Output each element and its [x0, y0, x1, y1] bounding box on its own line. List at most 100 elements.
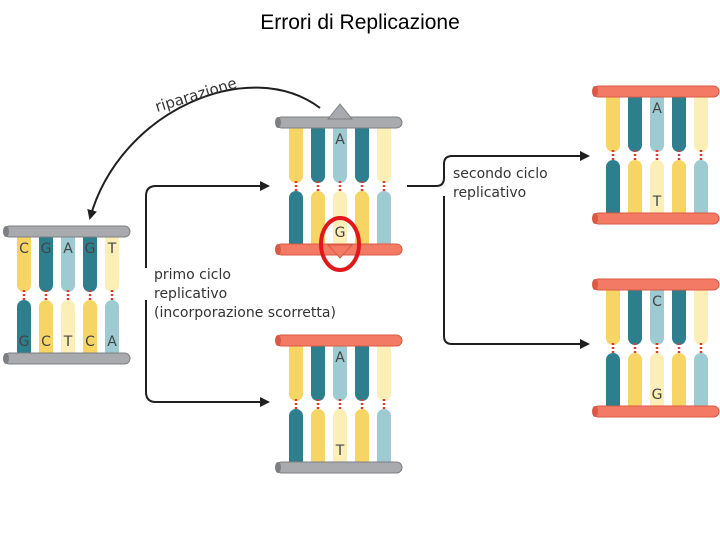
- strand-distortion-bottom: [326, 244, 354, 259]
- dna-molecule-gen1-top: AG: [275, 116, 403, 256]
- base-letter-top: T: [107, 241, 117, 257]
- base-bottom: [355, 409, 369, 469]
- base-top: [289, 339, 303, 401]
- error-highlight-circle: [319, 216, 361, 272]
- base-top: [355, 339, 369, 401]
- first-cycle-line-3: (incorporazione scorretta): [154, 305, 336, 321]
- dna-molecule-gen2-top: AT: [592, 85, 720, 225]
- backbone-bottom: [592, 405, 720, 418]
- base-letter-bottom: A: [107, 334, 117, 350]
- base-top: [606, 283, 620, 345]
- base-letter-top: C: [652, 294, 662, 310]
- base-letter-bottom: G: [19, 334, 30, 350]
- base-letter-top: C: [19, 241, 29, 257]
- base-top: [17, 230, 31, 292]
- base-bottom: [83, 300, 97, 360]
- backbone-bottom-end: [592, 406, 598, 417]
- base-top: [333, 339, 347, 401]
- repair-label: riparazione: [153, 74, 239, 116]
- arrow-first-cycle-top: [145, 181, 270, 268]
- base-letter-bottom: T: [335, 443, 345, 459]
- second-cycle-line-1: secondo ciclo: [453, 166, 548, 182]
- base-letter-bottom: C: [41, 334, 51, 350]
- arrow-first-cycle-bottom: [145, 300, 270, 407]
- backbone-top-end: [3, 226, 9, 237]
- page-title: Errori di Replicazione: [260, 11, 460, 34]
- base-letter-top: A: [652, 101, 662, 117]
- base-top: [311, 339, 325, 401]
- base-top: [289, 121, 303, 183]
- backbone-bottom-end: [3, 353, 9, 364]
- base-top: [694, 283, 708, 345]
- base-bottom: [377, 191, 391, 251]
- backbone-top: [592, 278, 720, 291]
- base-top: [672, 283, 686, 345]
- backbone-top: [592, 85, 720, 98]
- backbone-top-end: [275, 117, 281, 128]
- base-letter-top: A: [335, 350, 345, 366]
- base-bottom: [672, 353, 686, 413]
- base-letter-top: A: [335, 132, 345, 148]
- first-cycle-line-2: replicativo: [154, 286, 228, 302]
- base-bottom: [289, 409, 303, 469]
- base-bottom: [694, 353, 708, 413]
- base-bottom: [105, 300, 119, 360]
- base-letter-bottom: G: [652, 387, 663, 403]
- backbone-top: [3, 225, 131, 238]
- base-top: [694, 90, 708, 152]
- dna-molecule-gen1-bottom: AT: [275, 334, 403, 474]
- first-cycle-label: primo ciclo replicativo (incorporazione …: [154, 266, 336, 323]
- base-top: [672, 90, 686, 152]
- base-top: [377, 339, 391, 401]
- base-bottom: [628, 160, 642, 220]
- backbone-bottom-end: [592, 213, 598, 224]
- base-top: [311, 121, 325, 183]
- backbone-top-end: [275, 335, 281, 346]
- base-top: [628, 90, 642, 152]
- base-bottom: [289, 191, 303, 251]
- base-bottom: [628, 353, 642, 413]
- base-bottom: [650, 160, 664, 220]
- base-bottom: [694, 160, 708, 220]
- strand-distortion-top: [326, 103, 354, 120]
- base-bottom: [17, 300, 31, 360]
- second-cycle-label: secondo ciclo replicativo: [453, 165, 548, 203]
- base-top: [105, 230, 119, 292]
- base-top: [355, 121, 369, 183]
- base-letter-top: A: [63, 241, 73, 257]
- arrow-second-cycle-top: [407, 151, 590, 187]
- base-letter-bottom: T: [63, 334, 73, 350]
- base-bottom: [377, 409, 391, 469]
- base-letter-bottom: G: [335, 225, 346, 241]
- base-bottom: [650, 353, 664, 413]
- base-top: [39, 230, 53, 292]
- arrow-repair: [87, 86, 321, 220]
- base-bottom: [61, 300, 75, 360]
- backbone-top-end: [592, 279, 598, 290]
- base-letter-top: G: [41, 241, 52, 257]
- second-cycle-line-2: replicativo: [453, 185, 527, 201]
- base-top: [377, 121, 391, 183]
- backbone-top: [275, 334, 403, 347]
- backbone-bottom: [592, 212, 720, 225]
- backbone-bottom-end: [275, 244, 281, 255]
- base-bottom: [672, 160, 686, 220]
- backbone-bottom-end: [275, 462, 281, 473]
- base-top: [83, 230, 97, 292]
- base-bottom: [606, 353, 620, 413]
- dna-molecule-gen2-bottom: CG: [592, 278, 720, 418]
- base-top: [650, 283, 664, 345]
- base-letter-bottom: T: [652, 194, 662, 210]
- base-letter-bottom: C: [85, 334, 95, 350]
- base-bottom: [333, 409, 347, 469]
- backbone-bottom: [275, 461, 403, 474]
- backbone-top-end: [592, 86, 598, 97]
- base-bottom: [606, 160, 620, 220]
- base-bottom: [333, 191, 347, 251]
- base-top: [61, 230, 75, 292]
- base-letter-top: G: [85, 241, 96, 257]
- base-bottom: [311, 409, 325, 469]
